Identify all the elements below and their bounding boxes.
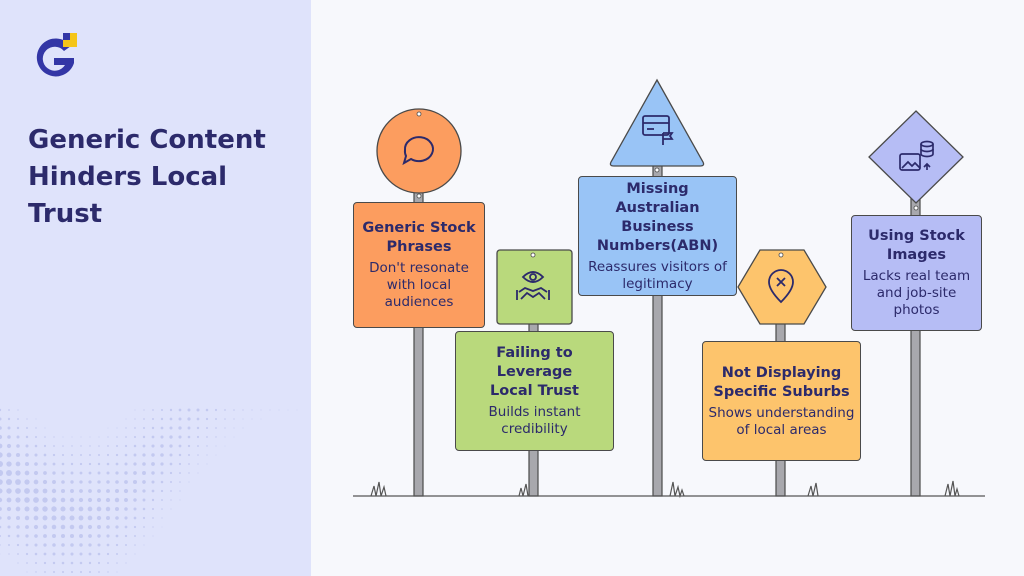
- title-line-2: Hinders Local: [28, 162, 228, 192]
- sign-board-leverage-local-trust: Failing to Leverage Local Trust Builds i…: [455, 331, 614, 451]
- speech-bubble-icon: [402, 136, 434, 166]
- sign-description: Shows understanding of local areas: [708, 404, 855, 438]
- location-pin-x-icon: [768, 269, 794, 304]
- sign-title: Missing Australian Business Numbers(ABN): [596, 180, 719, 254]
- eye-handshake-icon: [516, 271, 550, 300]
- sign-description: Lacks real team and job-site photos: [862, 268, 971, 318]
- sign-icon-board-1: [376, 108, 462, 199]
- id-card-flag-icon: [642, 115, 674, 145]
- sign-description: Don't resonate with local audiences: [369, 260, 469, 310]
- g-letter-logo-icon: [36, 33, 77, 77]
- sign-icon-board-2: [496, 249, 573, 325]
- sign-description: Builds instant credibility: [488, 404, 581, 437]
- sign-title: Generic Stock Phrases: [362, 220, 476, 255]
- title-line-1: Generic Content: [28, 125, 266, 155]
- title-line-3: Trust: [28, 199, 103, 229]
- sign-title: Using Stock Images: [868, 228, 965, 263]
- sign-icon-board-5: [868, 110, 964, 211]
- sign-title: Failing to Leverage Local Trust: [490, 345, 579, 399]
- sign-board-missing-abn: Missing Australian Business Numbers(ABN)…: [578, 176, 737, 296]
- sign-board-generic-stock-phrases: Generic Stock Phrases Don't resonate wit…: [353, 202, 485, 328]
- sign-description: Reassures visitors of legitimacy: [588, 258, 727, 292]
- left-panel: Generic Content Hinders Local Trust: [0, 0, 311, 576]
- page-title: Generic Content Hinders Local Trust: [28, 122, 298, 233]
- ground: [353, 480, 985, 499]
- sign-icon-board-4: [737, 249, 827, 325]
- sign-board-specific-suburbs: Not Displaying Specific Suburbs Shows un…: [702, 341, 861, 461]
- sign-title: Not Displaying Specific Suburbs: [713, 364, 850, 400]
- sign-board-stock-images: Using Stock Images Lacks real team and j…: [851, 215, 982, 331]
- image-database-icon: [899, 140, 934, 171]
- dot-pattern-decoration: [0, 408, 298, 574]
- sign-icon-board-3: [609, 78, 705, 173]
